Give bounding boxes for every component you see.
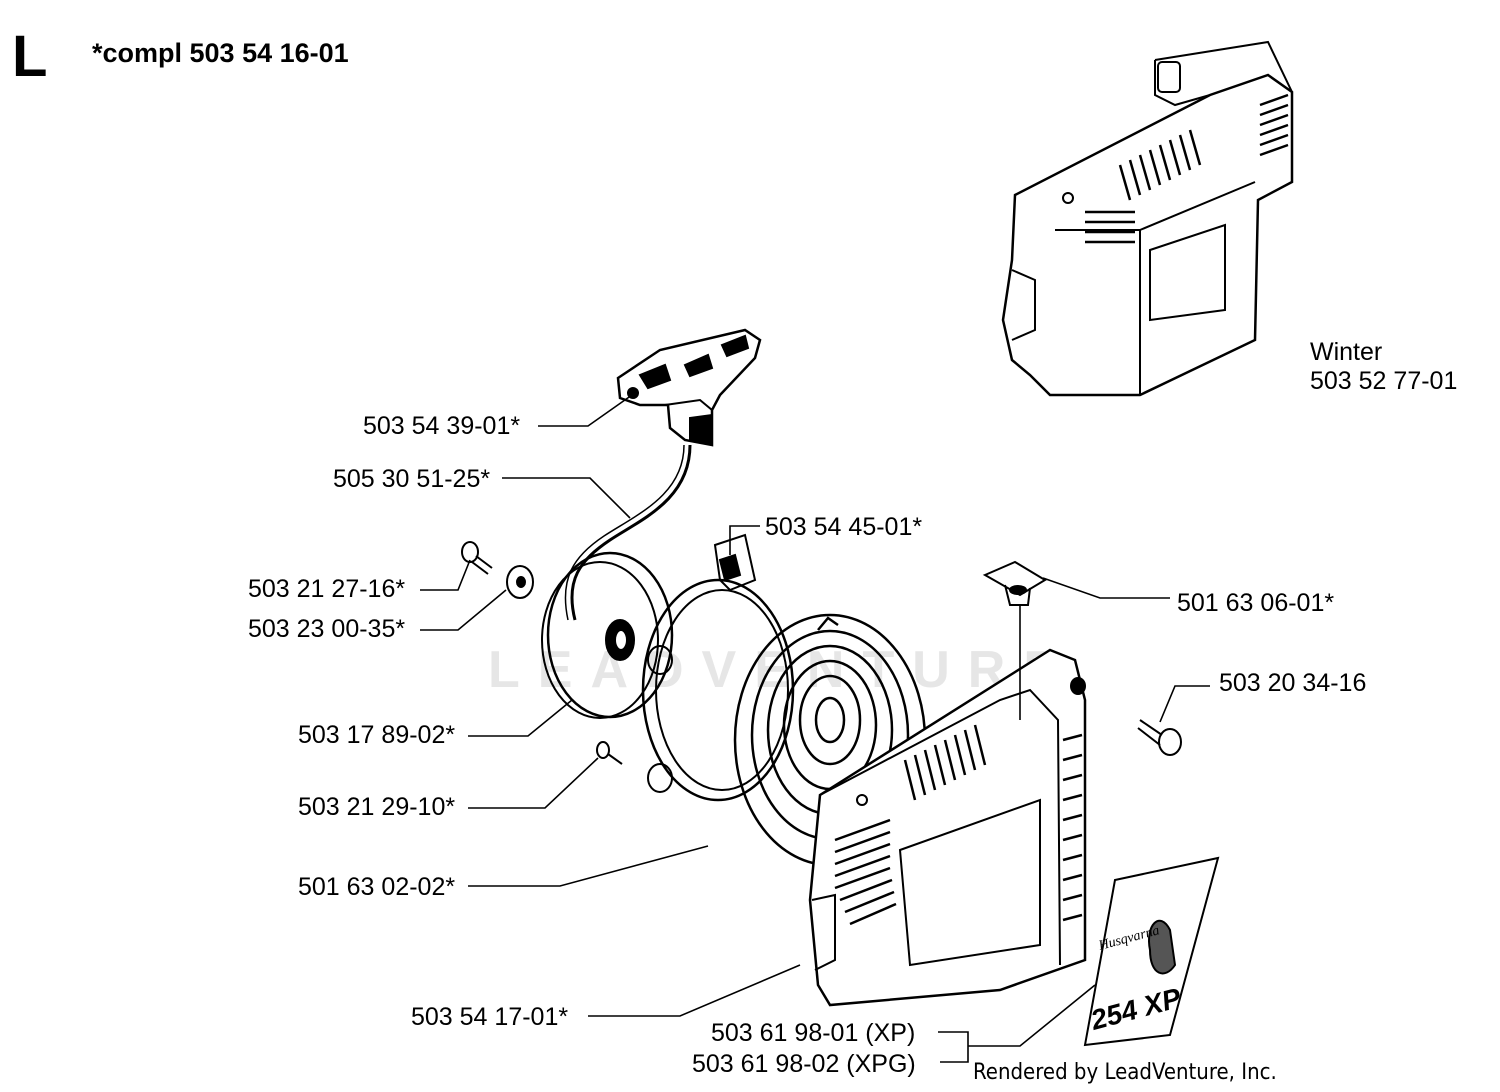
rope-pulley-drawing <box>541 551 674 719</box>
watermark-text: LEADVENTURE <box>488 641 1077 699</box>
decal-drawing: Husqvarna 254 XP <box>1083 856 1220 1047</box>
part-label-screw-right[interactable]: 503 20 34-16 <box>1219 669 1367 697</box>
winter-kit-label: Winter 503 52 77-01 <box>1310 338 1457 396</box>
starter-handle-drawing <box>616 328 762 447</box>
part-label-pulley[interactable]: 503 17 89-02* <box>298 721 456 749</box>
housing-screw-drawing <box>1137 719 1182 756</box>
bushing-drawing <box>982 560 1047 606</box>
footer-credit: Rendered by LeadVenture, Inc. <box>973 1060 1277 1085</box>
part-label-rope[interactable]: 505 30 51-25* <box>333 465 491 493</box>
starter-ring-drawing <box>641 578 795 802</box>
starter-rope-drawing <box>570 444 692 621</box>
washer-drawing <box>506 565 534 599</box>
part-label-handle[interactable]: 503 54 39-01* <box>363 412 521 440</box>
leader-lines <box>420 394 1210 1063</box>
winter-cover-drawing <box>1001 40 1294 397</box>
kit-label: *compl 503 54 16-01 <box>92 38 349 68</box>
winter-kit-name: Winter <box>1310 338 1383 366</box>
part-label-pawl[interactable]: 503 54 45-01* <box>765 513 923 541</box>
pawl-bracket-drawing <box>713 533 757 592</box>
part-label-spring[interactable]: 501 63 02-02* <box>298 873 456 901</box>
section-letter: L <box>12 24 48 89</box>
part-label-decal-xp[interactable]: 503 61 98-01 (XP) <box>711 1019 916 1047</box>
winter-kit-part-number: 503 52 77-01 <box>1310 366 1458 395</box>
part-label-washer[interactable]: 503 23 00-35* <box>248 615 406 643</box>
part-label-screw-top[interactable]: 503 21 27-16* <box>248 575 406 603</box>
part-label-decal-xpg[interactable]: 503 61 98-02 (XPG) <box>692 1050 916 1078</box>
starter-housing-drawing <box>808 648 1087 1007</box>
part-label-starter-housing[interactable]: 503 54 17-01* <box>411 1003 569 1031</box>
part-label-screw-small[interactable]: 503 21 29-10* <box>298 793 456 821</box>
part-label-bushing[interactable]: 501 63 06-01* <box>1177 589 1335 617</box>
small-screw-drawing <box>596 741 623 765</box>
